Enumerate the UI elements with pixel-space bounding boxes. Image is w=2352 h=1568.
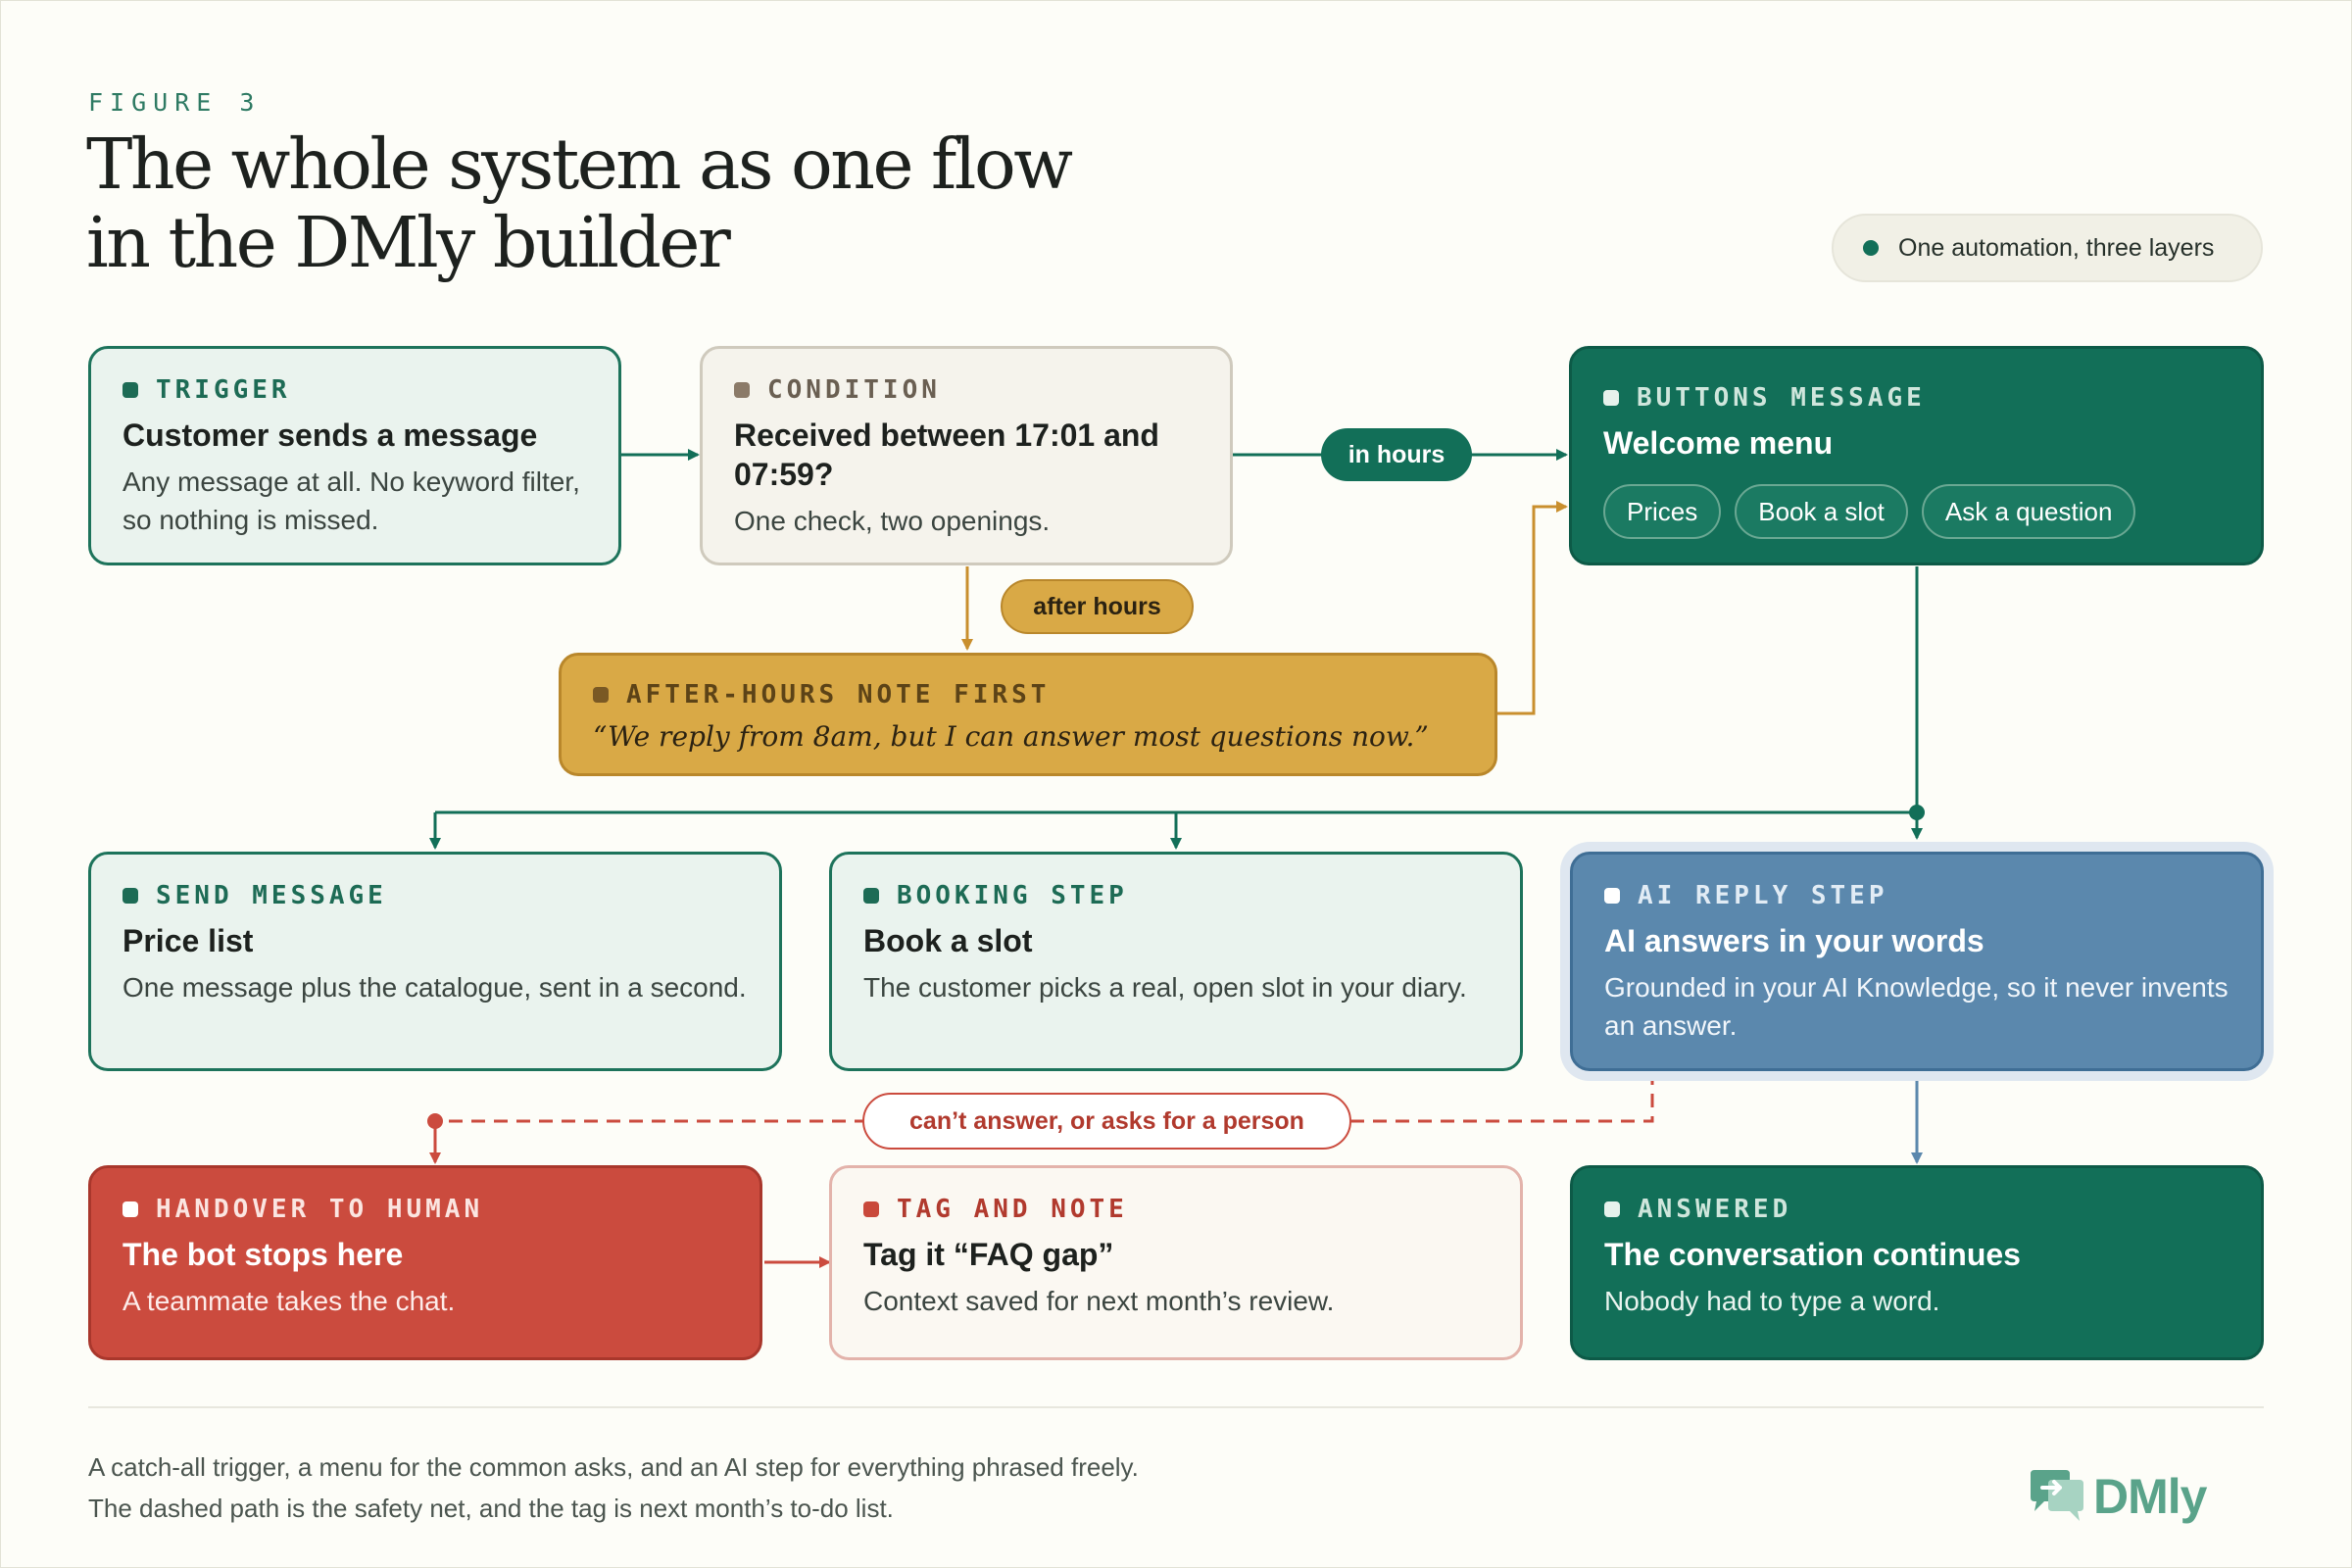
answered-title: The conversation continues [1604,1237,2021,1272]
ai-reply-tag-label: AI REPLY STEP [1638,881,1888,910]
ai-reply-step-node[interactable]: AI REPLY STEP AI answers in your words G… [1570,852,2264,1071]
buttons-title: Welcome menu [1603,425,1834,461]
edge-label-in-hours: in hours [1321,428,1472,481]
after-hours-tag-label: AFTER-HOURS NOTE FIRST [626,680,1051,710]
tag-marker-icon [1603,390,1619,406]
tag-marker-icon [593,687,609,703]
handover-node[interactable]: HANDOVER TO HUMAN The bot stops here A t… [88,1165,762,1360]
edge-note-to-menu [1497,501,1568,715]
tag-note-body: Context saved for next month’s review. [863,1286,1335,1316]
trigger-body: Any message at all. No keyword filter, s… [122,466,580,535]
edge-label-after-hours: after hours [1001,579,1194,634]
node-tag: ANSWERED [1604,1194,2230,1225]
booking-step-node[interactable]: BOOKING STEP Book a slot The customer pi… [829,852,1523,1071]
ai-reply-title: AI answers in your words [1604,923,1984,958]
node-tag: AI REPLY STEP [1604,880,2230,911]
tag-marker-icon [1604,888,1620,904]
figure-label: FIGURE 3 [88,88,262,117]
edge-label-fallback: can’t answer, or asks for a person [862,1093,1351,1150]
node-tag: HANDOVER TO HUMAN [122,1194,728,1225]
handover-title: The bot stops here [122,1237,404,1272]
buttons-message-node[interactable]: BUTTONS MESSAGE Welcome menu Prices Book… [1569,346,2264,565]
after-hours-quote: “We reply from 8am, but I can answer mos… [593,720,1429,753]
layers-pill: One automation, three layers [1832,214,2263,282]
booking-title: Book a slot [863,923,1033,958]
node-tag: AFTER-HOURS NOTE FIRST [593,679,1463,710]
answered-tag-label: ANSWERED [1638,1195,1792,1224]
caption-line-1: A catch-all trigger, a menu for the comm… [88,1452,1139,1482]
node-tag: SEND MESSAGE [122,880,748,911]
node-tag: CONDITION [734,374,1199,406]
condition-title: Received between 17:01 and 07:59? [734,417,1159,492]
condition-body: One check, two openings. [734,506,1051,536]
trigger-node[interactable]: TRIGGER Customer sends a message Any mes… [88,346,621,565]
caption-line-2: The dashed path is the safety net, and t… [88,1494,894,1523]
answered-body: Nobody had to type a word. [1604,1286,1940,1316]
tag-note-title: Tag it “FAQ gap” [863,1237,1114,1272]
tag-marker-icon [122,1201,138,1217]
booking-tag-label: BOOKING STEP [897,881,1128,910]
dmly-logo: DMly [2027,1468,2207,1525]
send-message-tag-label: SEND MESSAGE [156,881,387,910]
tag-marker-icon [1604,1201,1620,1217]
title-line-1: The whole system as one flow [86,123,1073,205]
chat-bubbles-icon [2031,1470,2083,1521]
menu-button-prices[interactable]: Prices [1603,484,1722,539]
menu-button-ask-question[interactable]: Ask a question [1921,484,2136,539]
ai-reply-body: Grounded in your AI Knowledge, so it nev… [1604,972,2229,1041]
trigger-tag-label: TRIGGER [156,375,291,405]
condition-tag-label: CONDITION [767,375,941,405]
tag-marker-icon [122,382,138,398]
buttons-tag-label: BUTTONS MESSAGE [1637,383,1926,413]
layers-pill-label: One automation, three layers [1898,233,2215,262]
logo-wordmark: DMly [2093,1469,2207,1524]
booking-body: The customer picks a real, open slot in … [863,972,1467,1003]
tag-marker-icon [122,888,138,904]
node-tag: BOOKING STEP [863,880,1489,911]
handover-tag-label: HANDOVER TO HUMAN [156,1195,484,1224]
answered-node[interactable]: ANSWERED The conversation continues Nobo… [1570,1165,2264,1360]
menu-buttons: Prices Book a slot Ask a question [1603,484,2230,539]
tag-marker-icon [863,1201,879,1217]
node-tag: TAG AND NOTE [863,1194,1489,1225]
branch-junction-dot [1909,805,1925,820]
after-hours-note-node[interactable]: AFTER-HOURS NOTE FIRST “We reply from 8a… [559,653,1497,776]
send-message-body: One message plus the catalogue, sent in … [122,972,747,1003]
page-title: The whole system as one flow in the DMly… [86,123,1073,283]
tag-marker-icon [863,888,879,904]
node-tag: BUTTONS MESSAGE [1603,382,2230,414]
tag-note-tag-label: TAG AND NOTE [897,1195,1128,1224]
trigger-title: Customer sends a message [122,417,538,453]
tag-and-note-node[interactable]: TAG AND NOTE Tag it “FAQ gap” Context sa… [829,1165,1523,1360]
send-message-title: Price list [122,923,254,958]
figure-caption: A catch-all trigger, a menu for the comm… [88,1446,1139,1529]
title-line-2: in the DMly builder [86,202,731,283]
footer-divider [88,1406,2264,1408]
send-message-node[interactable]: SEND MESSAGE Price list One message plus… [88,852,782,1071]
tag-marker-icon [734,382,750,398]
menu-button-book-slot[interactable]: Book a slot [1735,484,1908,539]
status-dot-icon [1863,240,1879,256]
edge-fallback [435,1071,1654,1123]
condition-node[interactable]: CONDITION Received between 17:01 and 07:… [700,346,1233,565]
node-tag: TRIGGER [122,374,587,406]
handover-body: A teammate takes the chat. [122,1286,456,1316]
